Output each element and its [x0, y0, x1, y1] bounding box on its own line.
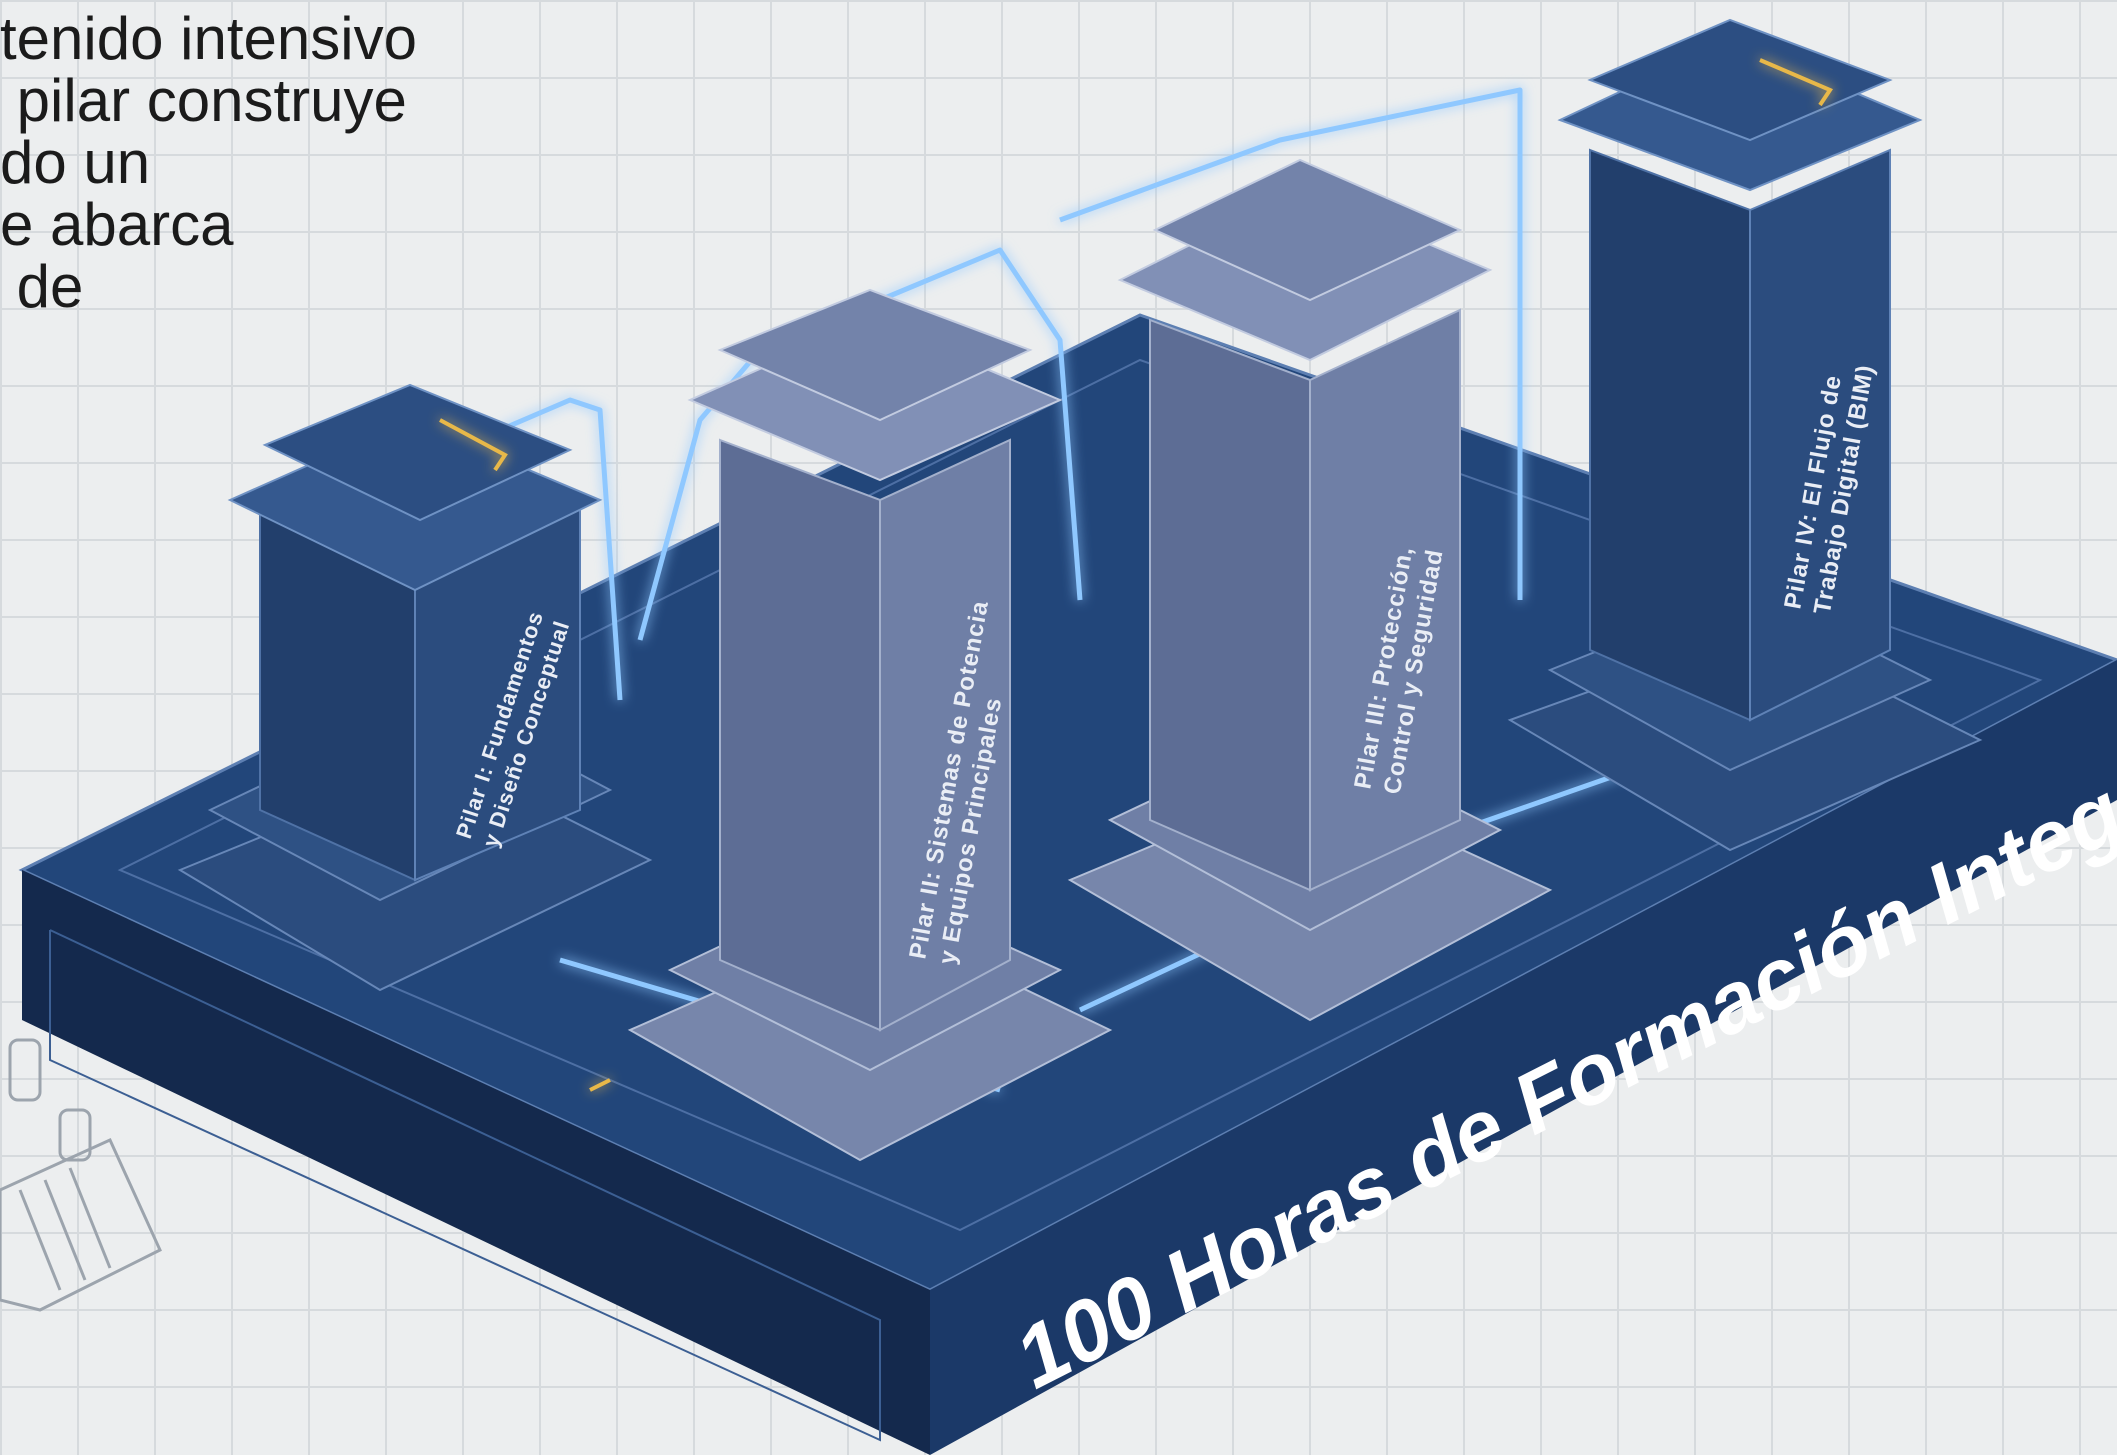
gold-accent: [439, 418, 508, 472]
pillar-2: Pilar II: Sistemas de Potencia y Equipos…: [627, 288, 1113, 1162]
platform-side: [22, 870, 930, 1455]
gold-accents: [439, 58, 1833, 1092]
circuit-line: [1059, 87, 1523, 600]
intro-text: tenido intensivo pilar construye do un e…: [0, 8, 417, 320]
pillar-4: Pilar IV: El Flujo de Trabajo Digital (B…: [1507, 18, 1983, 852]
gold-accent: [1759, 58, 1833, 107]
circuit-line: [499, 397, 623, 701]
pillar-3: Pilar III: Protección, Control y Segurid…: [1067, 158, 1553, 1022]
gold-accent: [589, 1078, 611, 1092]
platform-inner-line: [49, 929, 881, 1442]
pillar-1: Pilar I: Fundamentos y Diseño Conceptual: [177, 383, 653, 992]
platform-front: [930, 660, 2117, 1455]
transformer-sketch: [0, 1038, 162, 1312]
